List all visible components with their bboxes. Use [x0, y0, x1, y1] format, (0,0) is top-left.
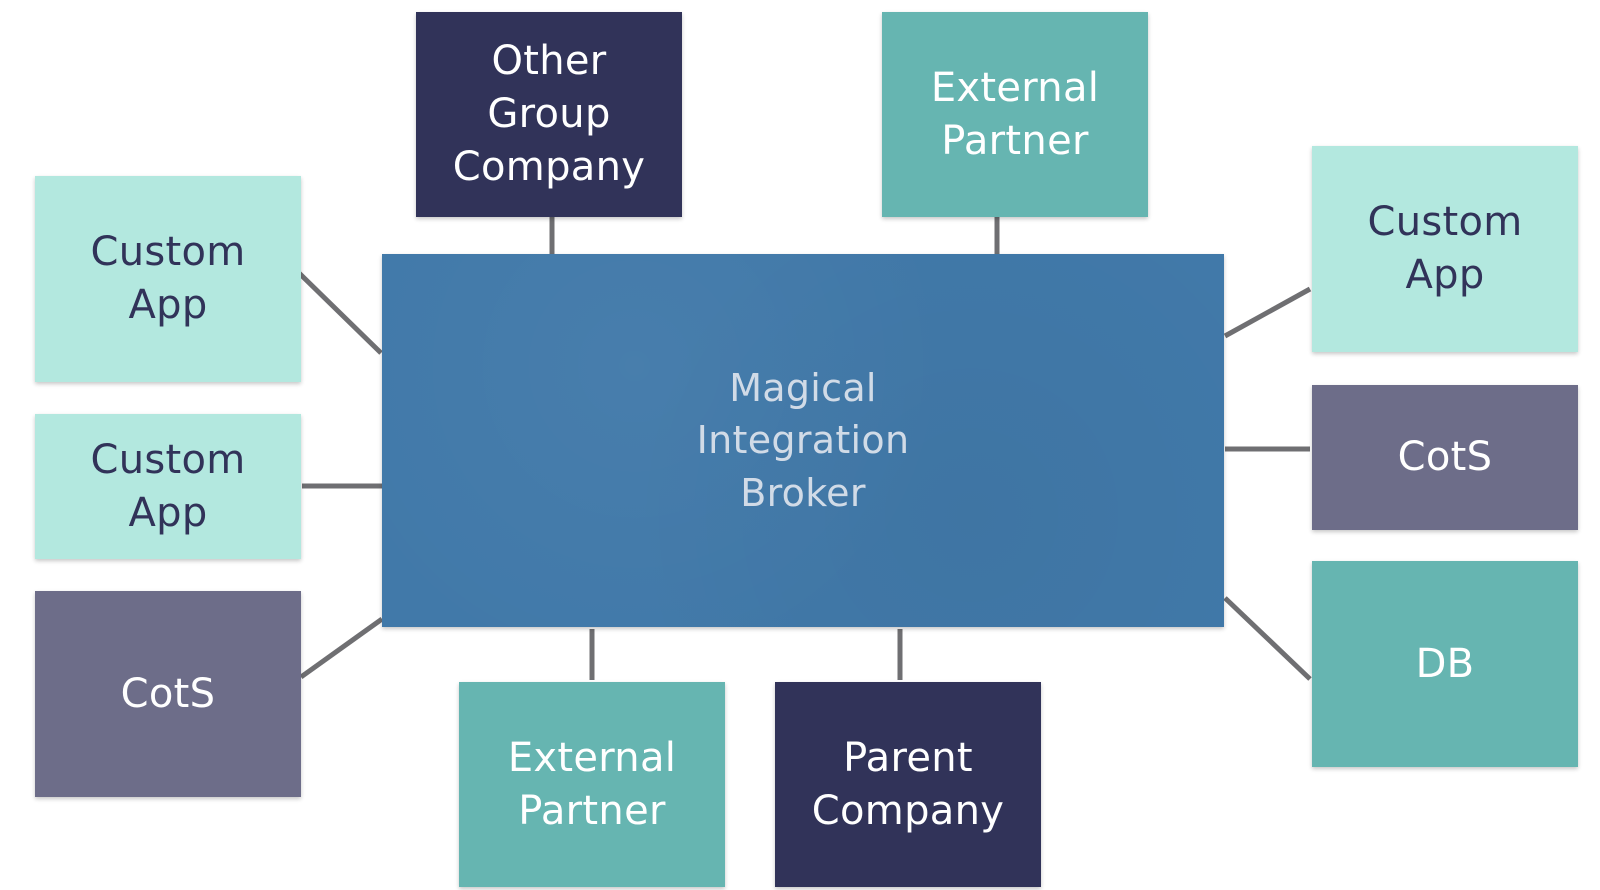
- node-parent-company: Parent Company: [775, 682, 1041, 887]
- node-external-partner-bottom-label: External Partner: [507, 734, 677, 834]
- node-custom-app-right-label: Custom App: [1367, 199, 1523, 298]
- node-custom-app-left-middle: Custom App: [35, 414, 301, 559]
- node-custom-app-left-top-label: Custom App: [90, 229, 246, 328]
- node-parent-company-label: Parent Company: [811, 734, 1005, 834]
- node-db-right: DB: [1312, 561, 1578, 767]
- node-external-partner-top-label: External Partner: [930, 64, 1100, 164]
- node-custom-app-left-middle-label: Custom App: [90, 436, 246, 536]
- node-cots-left: CotS: [35, 591, 301, 797]
- connector-custom-app-right: [1223, 286, 1312, 339]
- connector-db-right: [1223, 596, 1312, 681]
- integration-broker-hub: Magical Integration Broker: [382, 254, 1224, 627]
- node-other-group-company: Other Group Company: [416, 12, 682, 217]
- node-custom-app-left-top: Custom App: [35, 176, 301, 382]
- node-db-right-label: DB: [1415, 640, 1475, 687]
- node-cots-right-label: CotS: [1397, 434, 1493, 481]
- connector-custom-app-left-top: [296, 270, 383, 355]
- node-other-group-company-label: Other Group Company: [452, 38, 646, 190]
- node-cots-right: CotS: [1312, 385, 1578, 530]
- node-external-partner-bottom: External Partner: [459, 682, 725, 887]
- node-custom-app-right: Custom App: [1312, 146, 1578, 352]
- node-external-partner-top: External Partner: [882, 12, 1148, 217]
- integration-broker-label: Magical Integration Broker: [696, 366, 910, 515]
- node-cots-left-label: CotS: [120, 670, 216, 717]
- connector-cots-left: [299, 616, 384, 680]
